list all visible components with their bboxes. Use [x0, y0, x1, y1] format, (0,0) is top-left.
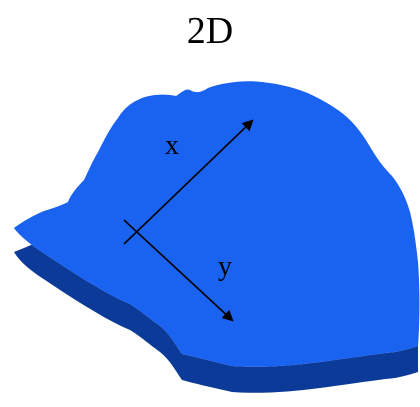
slab-top-face: [14, 81, 420, 367]
y-axis-arrow: [123, 219, 234, 322]
y-axis-label: y: [218, 251, 232, 282]
x-axis-arrow: [123, 119, 254, 245]
page-title: 2D: [186, 10, 234, 52]
x-axis-label: x: [165, 130, 179, 161]
